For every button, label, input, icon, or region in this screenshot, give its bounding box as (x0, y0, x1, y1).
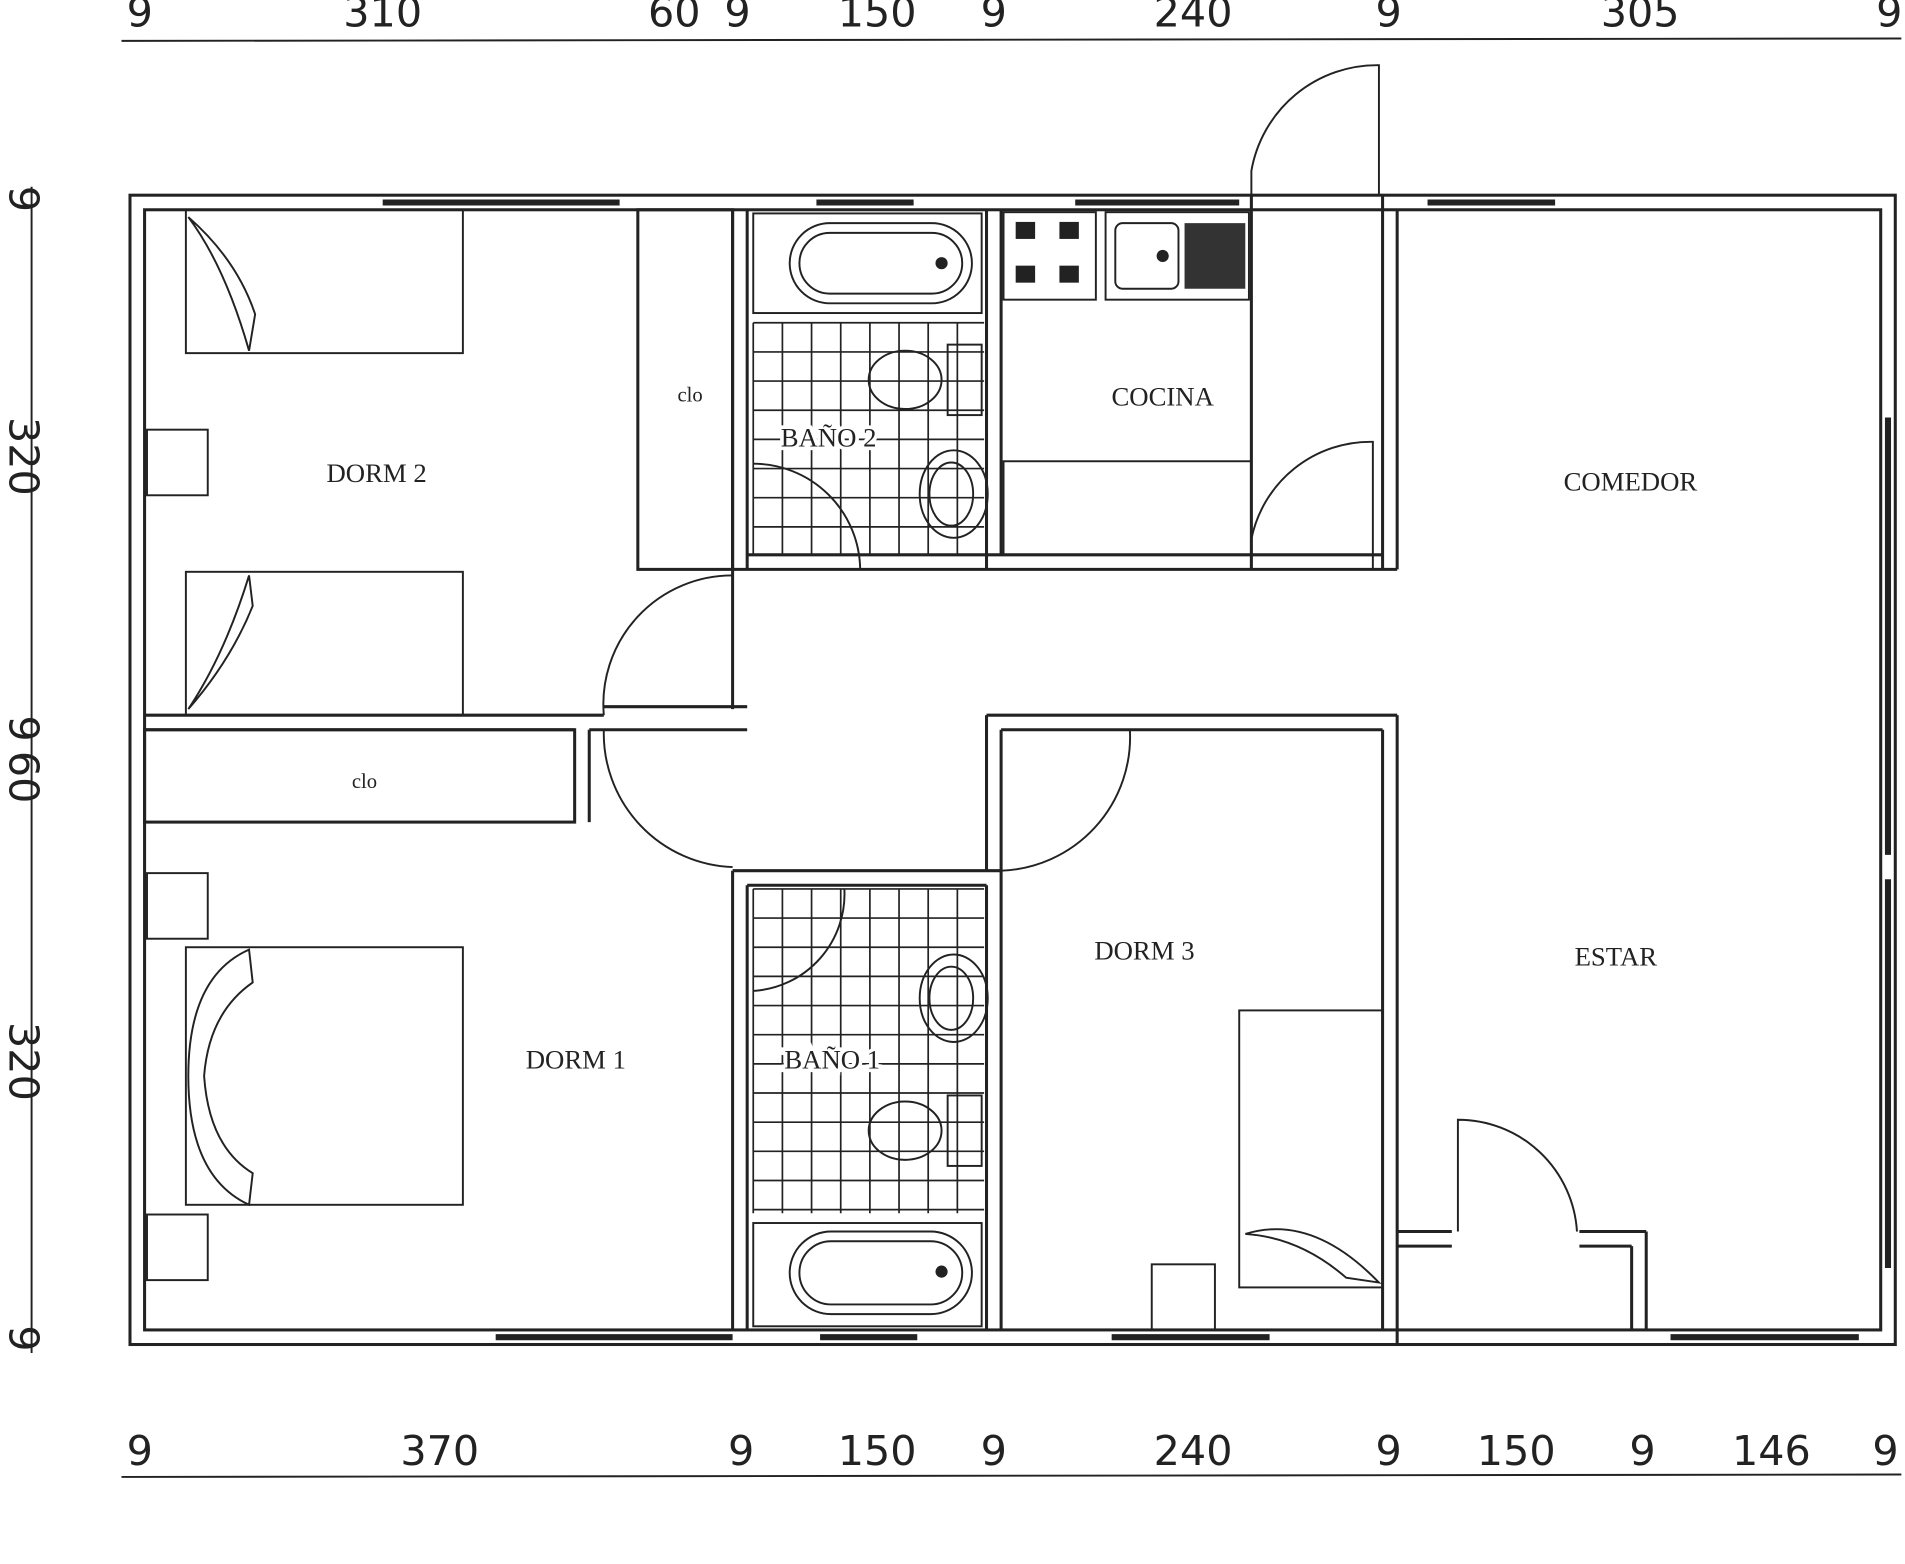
bathroom-tiles (752, 321, 985, 1214)
furniture (146, 208, 1384, 1331)
dorm3-door[interactable] (1001, 729, 1132, 872)
dim-bottom-7: 150 (1477, 1427, 1556, 1475)
dimension-top: 9 310 60 9 150 9 240 9 305 9 (121, 0, 1902, 42)
dim-bottom-9: 146 (1732, 1427, 1811, 1475)
dim-top-1: 310 (343, 0, 422, 36)
bano1-door[interactable] (753, 888, 846, 992)
doors (602, 64, 1578, 1232)
bano2-door[interactable] (753, 462, 862, 570)
bathtub (752, 1222, 983, 1328)
nightstand (146, 428, 209, 497)
entry-door[interactable] (1250, 64, 1380, 196)
sink (918, 953, 989, 1043)
counter (1002, 460, 1253, 556)
dim-top-6: 240 (1154, 0, 1233, 36)
label-bano2: BAÑO 2 (781, 423, 877, 453)
toilet (867, 1100, 943, 1161)
dim-left-1: 320 (0, 417, 48, 496)
label-dorm1: DORM 1 (526, 1045, 626, 1075)
dim-bottom-5: 240 (1154, 1427, 1233, 1475)
label-clo-dorm2: clo (677, 385, 702, 407)
toilet-tank (946, 343, 983, 417)
bed (1238, 1009, 1384, 1289)
dim-top-0: 9 (127, 0, 153, 36)
dim-bottom-6: 9 (1376, 1427, 1402, 1475)
bed (184, 208, 464, 355)
label-dorm3: DORM 3 (1094, 935, 1194, 965)
cocina-door[interactable] (1250, 440, 1374, 570)
nightstand (1150, 1263, 1216, 1331)
label-dorm2: DORM 2 (327, 458, 427, 488)
dim-top-3: 9 (724, 0, 750, 36)
dim-top-8: 305 (1601, 0, 1680, 36)
label-clo-dorm1: clo (352, 771, 377, 793)
walls (128, 193, 1897, 1347)
dim-left-0: 9 (0, 186, 48, 212)
label-comedor: COMEDOR (1564, 466, 1698, 496)
dim-left-4: 320 (0, 1022, 48, 1101)
dim-left-2: 9 (0, 715, 48, 741)
dimension-left: 9 320 9 60 320 9 (0, 186, 48, 1354)
dim-left-3: 60 (0, 751, 48, 804)
dim-top-7: 9 (1376, 0, 1402, 36)
bed (184, 946, 464, 1206)
dim-bottom-4: 9 (981, 1427, 1007, 1475)
dim-bottom-2: 9 (728, 1427, 754, 1475)
room-labels: DORM 2 clo BAÑO 2 COCINA COMEDOR clo DOR… (327, 381, 1698, 1078)
toilet-tank (946, 1094, 983, 1167)
label-cocina: COCINA (1111, 381, 1214, 411)
dim-left-5: 9 (0, 1325, 48, 1351)
sink (918, 449, 989, 539)
nightstand (146, 872, 209, 940)
toilet (867, 349, 943, 410)
dim-bottom-1: 370 (400, 1427, 479, 1475)
kitchen-sink (1104, 211, 1250, 301)
label-estar: ESTAR (1575, 941, 1658, 971)
bed (184, 570, 464, 717)
dim-bottom-3: 150 (838, 1427, 917, 1475)
dim-top-5: 9 (981, 0, 1007, 36)
label-bano1: BAÑO 1 (784, 1045, 880, 1075)
dim-top-2: 60 (648, 0, 701, 36)
bathtub-basin (788, 222, 973, 305)
dorm2-door[interactable] (602, 574, 733, 716)
dorm1-door[interactable] (602, 729, 733, 869)
dim-top-9: 9 (1876, 0, 1902, 36)
stove (1002, 211, 1097, 301)
bathtub (752, 212, 983, 315)
dim-top-4: 150 (838, 0, 917, 36)
dim-bottom-10: 9 (1872, 1427, 1898, 1475)
dim-bottom-0: 9 (127, 1427, 153, 1475)
bathtub-basin (788, 1230, 973, 1316)
nightstand (146, 1213, 209, 1282)
dimension-bottom: 9 370 9 150 9 240 9 150 9 146 9 (121, 1427, 1902, 1478)
dim-bottom-8: 9 (1629, 1427, 1655, 1475)
windows (382, 199, 1892, 1341)
closet-door[interactable] (1456, 1118, 1578, 1232)
